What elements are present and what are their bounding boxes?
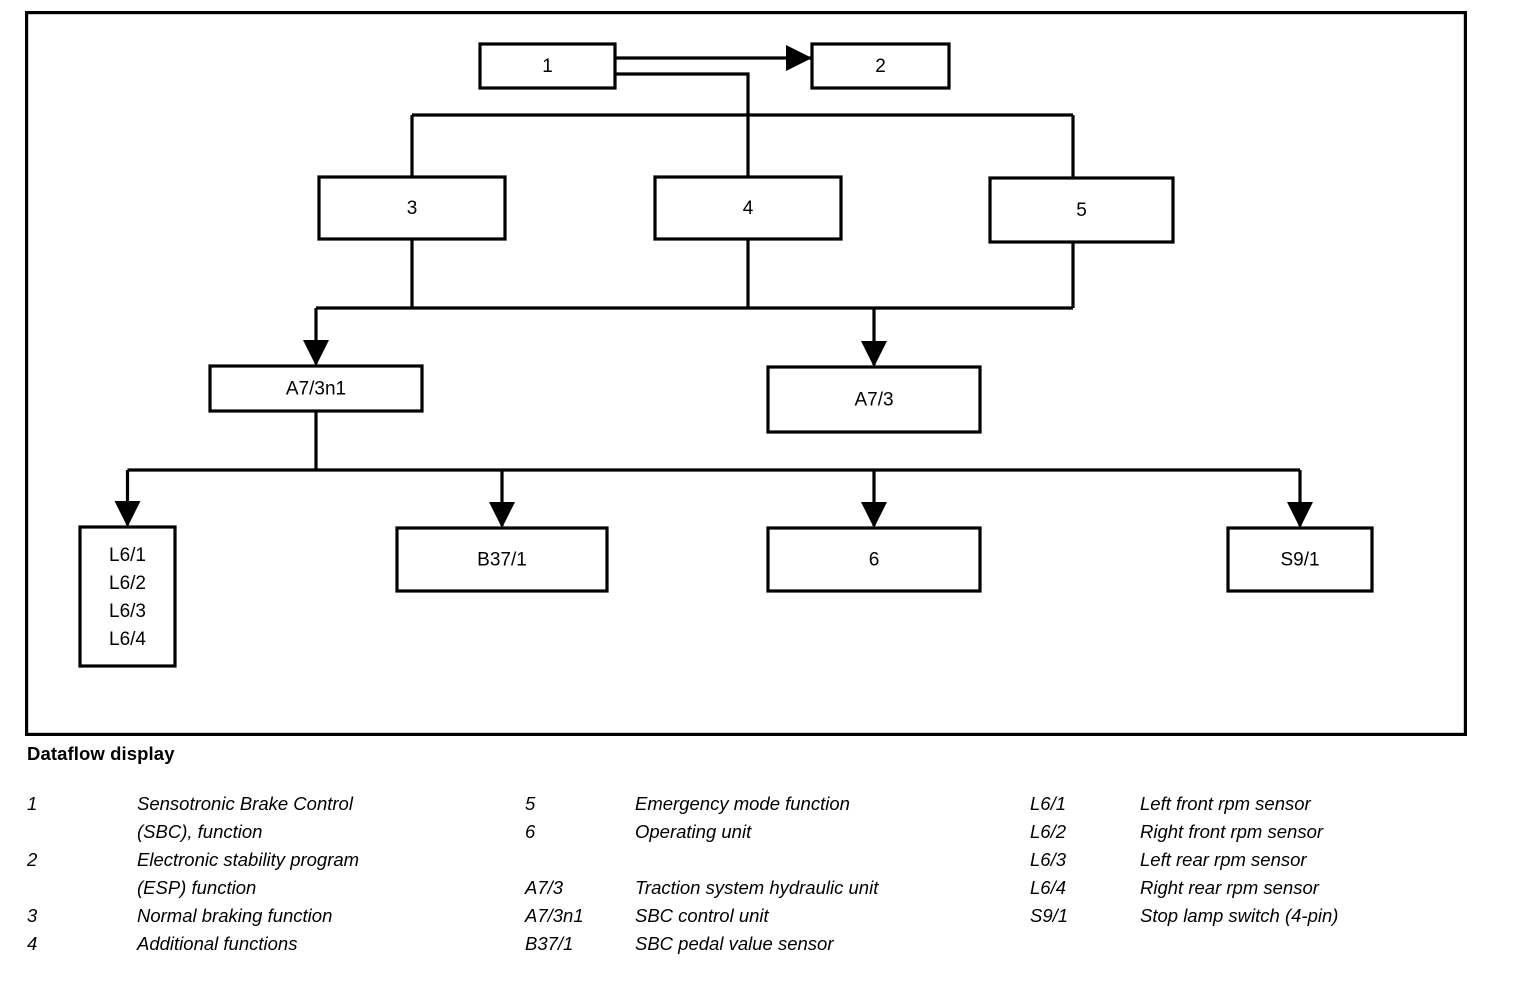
box-6-rect [766, 526, 982, 593]
legend-entry: 1 Sensotronic Brake Control (SBC), functi… [27, 790, 497, 846]
legend-description: Right rear rpm sensor [1140, 877, 1319, 898]
box-a73-rect [766, 365, 982, 434]
box-b371-rect [395, 526, 609, 593]
legend-key: 6 [525, 821, 536, 842]
legend-key: 5 [525, 793, 536, 814]
legend-description: Right front rpm sensor [1140, 821, 1324, 842]
box-2-label: 2 [875, 56, 886, 77]
box-3[interactable]: 3 [317, 175, 507, 241]
legend-key: A7/3n1 [525, 905, 584, 926]
box-5[interactable]: 5 [988, 176, 1175, 244]
box-a73-label: A7/3 [854, 390, 893, 411]
legend-description: Normal braking function [137, 905, 333, 926]
legend-key: 2 [27, 849, 38, 870]
legend-entry: L6/1 Left front rpm sensor [1030, 790, 1500, 818]
legend-entry: L6/3 Left rear rpm sensor [1030, 846, 1500, 874]
diagram-border [25, 11, 1467, 736]
legend-description: Stop lamp switch (4-pin) [1140, 905, 1339, 926]
legend-description: Sensotronic Brake Control (SBC), functio… [137, 793, 353, 842]
box-b371-label: B37/1 [477, 550, 527, 571]
box-1-label: 1 [542, 56, 553, 77]
legend-entry: 3 Normal braking function [27, 902, 497, 930]
box-3-rect [317, 175, 507, 241]
legend-description: Traction system hydraulic unit [635, 877, 879, 898]
legend-description: Additional functions [137, 933, 298, 954]
legend-entry: 5 Emergency mode function [525, 790, 1005, 818]
box-3-label: 3 [407, 198, 418, 219]
box-s91-label: S9/1 [1280, 550, 1319, 571]
legend-entry: A7/3 Traction system hydraulic unit [525, 874, 1005, 902]
box-2-rect [810, 42, 951, 90]
box-s91[interactable]: S9/1 [1226, 526, 1374, 593]
legend-key: A7/3 [525, 877, 564, 898]
legend-description: Electronic stability program (ESP) funct… [137, 849, 360, 898]
box-a73n1-label: A7/3n1 [286, 379, 346, 400]
box-6-label: 6 [869, 550, 880, 571]
legend-key: 3 [27, 905, 38, 926]
arrowhead-to-s91 [1287, 502, 1313, 528]
legend-entry: A7/3n1 SBC control unit [525, 902, 1005, 930]
page-title: Dataflow display [27, 743, 175, 764]
legend-key: B37/1 [525, 933, 574, 954]
legend-description: Operating unit [635, 821, 752, 842]
legend-description: SBC control unit [635, 905, 769, 926]
box-a73[interactable]: A7/3 [766, 365, 982, 434]
box-4-rect [653, 175, 843, 241]
box-6[interactable]: 6 [766, 526, 982, 593]
arrowhead-to-l6 [114, 501, 141, 527]
legend: 1 Sensotronic Brake Control (SBC), functi… [0, 790, 1520, 970]
legend-entry: L6/2 Right front rpm sensor [1030, 818, 1500, 846]
legend-entry: 4 Additional functions [27, 930, 497, 958]
box-4[interactable]: 4 [653, 175, 843, 241]
box-a73n1[interactable]: A7/3n1 [208, 364, 424, 413]
conn-box1-to-box4 [615, 72, 750, 177]
box-4-label: 4 [743, 198, 754, 219]
legend-key: L6/1 [1030, 793, 1067, 814]
arrowhead-to-box2 [786, 45, 812, 71]
legend-entry: 6 Operating unit [525, 818, 1005, 846]
legend-description: Emergency mode function [635, 793, 850, 814]
box-5-label: 5 [1076, 200, 1087, 221]
legend-key: L6/3 [1030, 849, 1067, 870]
legend-description: Left rear rpm sensor [1140, 849, 1307, 870]
legend-entry: L6/4 Right rear rpm sensor [1030, 874, 1500, 902]
legend-key: 4 [27, 933, 38, 954]
legend-column: 1 Sensotronic Brake Control (SBC), functi… [27, 790, 497, 958]
legend-key: 1 [27, 793, 38, 814]
legend-entry: 2 Electronic stability program (ESP) func… [27, 846, 497, 902]
legend-entry: B37/1 SBC pedal value sensor [525, 930, 1005, 958]
arrowhead-to-a73 [861, 341, 887, 367]
box-1[interactable]: 1 [478, 42, 617, 90]
box-l6-rect [78, 525, 177, 668]
box-2[interactable]: 2 [810, 42, 951, 90]
box-1-rect [478, 42, 617, 90]
box-s91-rect [1226, 526, 1374, 593]
arrowhead-to-b371 [489, 502, 515, 528]
legend-entry: S9/1 Stop lamp switch (4-pin) [1030, 902, 1500, 930]
legend-key: L6/4 [1030, 877, 1067, 898]
box-5-rect [988, 176, 1175, 244]
legend-key: L6/2 [1030, 821, 1067, 842]
box-a73n1-rect [208, 364, 424, 413]
connection-lines [114, 45, 1313, 528]
legend-description: Left front rpm sensor [1140, 793, 1311, 814]
arrowhead-to-a73n1 [303, 340, 329, 366]
legend-key: S9/1 [1030, 905, 1069, 926]
legend-description: SBC pedal value sensor [635, 933, 834, 954]
box-b371[interactable]: B37/1 [395, 526, 609, 593]
legend-spacer [525, 846, 1005, 874]
diagram-frame-border [25, 11, 1467, 736]
arrowhead-to-6 [861, 502, 887, 528]
